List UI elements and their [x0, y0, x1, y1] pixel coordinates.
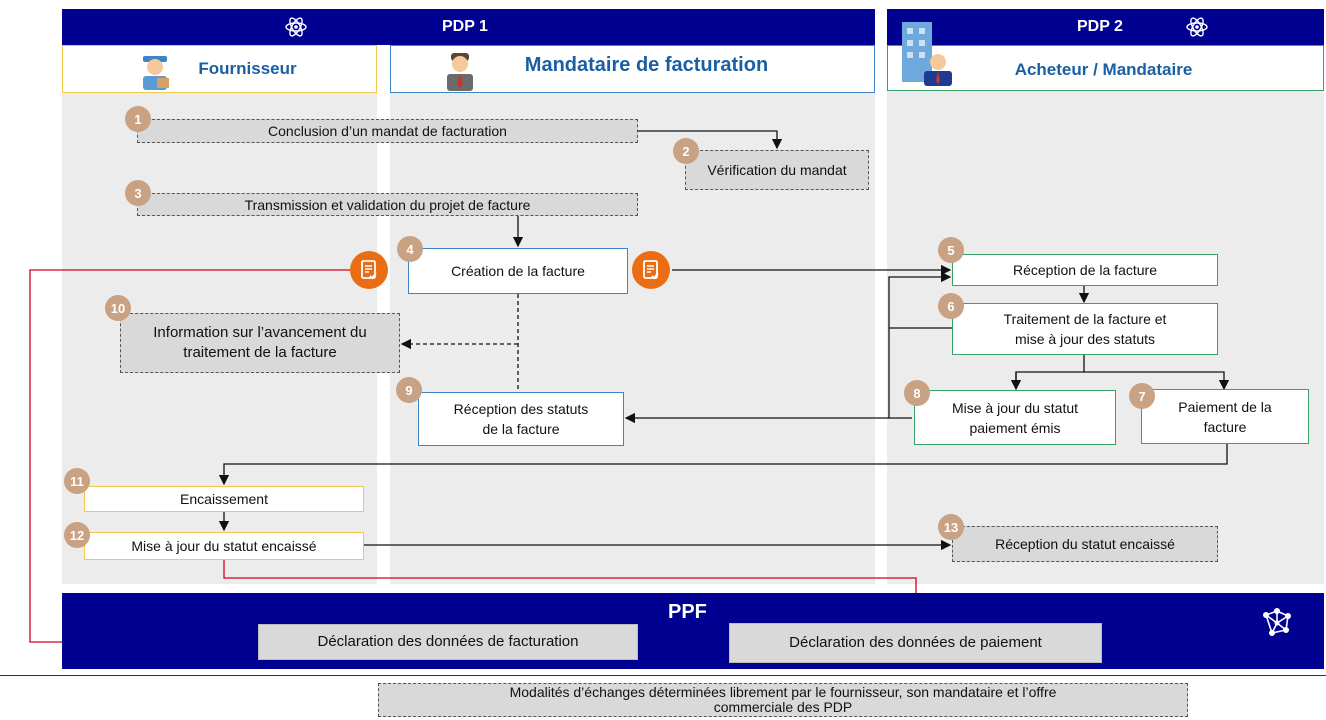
arrow-1-to-2 — [638, 130, 783, 150]
step-7-badge: 7 — [1129, 383, 1155, 409]
step-11-box: Encaissement — [84, 486, 364, 512]
atom-icon — [284, 15, 308, 44]
step-8-box: Mise à jour du statut paiement émis — [914, 390, 1116, 445]
legend-line2: commerciale des PDP — [713, 699, 853, 715]
step-6-line2: mise à jour des statuts — [1014, 331, 1156, 347]
arrow-7-to-11 — [218, 444, 1228, 486]
step-2-label: Vérification du mandat — [707, 162, 847, 178]
step-3-label: Transmission et validation du projet de … — [244, 196, 531, 213]
footer-separator — [0, 675, 1326, 676]
step-13-box: Réception du statut encaissé — [952, 526, 1218, 562]
step-5-box: Réception de la facture — [952, 254, 1218, 286]
step-1-badge: 1 — [125, 106, 151, 132]
pdp1-banner: PDP 1 — [62, 9, 875, 45]
step-8-line2: paiement émis — [969, 419, 1061, 436]
header-fournisseur-label: Fournisseur — [198, 59, 297, 78]
ppf-box-paiement-label: Déclaration des données de paiement — [789, 634, 1042, 651]
step-12-box: Mise à jour du statut encaissé — [84, 532, 364, 560]
step-6-badge: 6 — [938, 293, 964, 319]
pdp2-banner: PDP 2 — [887, 9, 1324, 45]
step-5-label: Réception de la facture — [1013, 262, 1157, 278]
invoice-document-icon — [350, 251, 388, 289]
buyer-avatar-icon — [900, 20, 956, 93]
step-8-badge: 8 — [904, 380, 930, 406]
step-2-box: Vérification du mandat — [685, 150, 869, 190]
step-1-label: Conclusion d’un mandat de facturation — [268, 123, 507, 139]
step-10-box: Information sur l’avancement du traiteme… — [120, 313, 400, 373]
ppf-box-facturation: Déclaration des données de facturation — [258, 624, 638, 660]
step-9-badge: 9 — [396, 377, 422, 403]
header-mandataire: Mandataire de facturation — [390, 45, 875, 93]
step-6-line1: Traitement de la facture et — [1003, 311, 1167, 327]
ppf-banner: PPF — [62, 593, 1324, 669]
step-4-badge: 4 — [397, 236, 423, 262]
legend-box: Modalités d’échanges déterminées libreme… — [378, 683, 1188, 717]
network-icon — [1258, 603, 1296, 646]
step-4-label: Création de la facture — [451, 263, 585, 279]
step-3-box: Transmission et validation du projet de … — [137, 193, 638, 216]
step-4-box: Création de la facture — [408, 248, 628, 294]
step-7-line1: Paiement de la — [1178, 398, 1272, 415]
header-mandataire-label: Mandataire de facturation — [524, 53, 769, 76]
header-acheteur-label: Acheteur / Mandataire — [1014, 60, 1193, 79]
supplier-avatar-icon — [135, 50, 175, 95]
step-9-line2: de la facture — [482, 421, 560, 437]
step-13-badge: 13 — [938, 514, 964, 540]
pdp2-title: PDP 2 — [1077, 18, 1123, 35]
step-7-line2: facture — [1203, 418, 1247, 435]
step-9-box: Réception des statuts de la facture — [418, 392, 624, 446]
legend-line1: Modalités d’échanges déterminées libreme… — [509, 684, 1057, 700]
agent-avatar-icon — [439, 49, 481, 97]
step-10-badge: 10 — [105, 295, 131, 321]
step-6-box: Traitement de la facture et mise à jour … — [952, 303, 1218, 355]
header-acheteur: Acheteur / Mandataire — [887, 22, 1324, 91]
loop-to-5 — [888, 271, 952, 419]
step-1-box: Conclusion d’un mandat de facturation — [137, 119, 638, 143]
step-3-badge: 3 — [125, 180, 151, 206]
step-2-badge: 2 — [673, 138, 699, 164]
step-8-line1: Mise à jour du statut — [951, 399, 1079, 416]
invoice-document-icon — [632, 251, 670, 289]
step-9-line1: Réception des statuts — [453, 401, 589, 417]
ppf-title: PPF — [668, 601, 707, 623]
step-7-box: Paiement de la facture — [1141, 389, 1309, 444]
ppf-box-facturation-label: Déclaration des données de facturation — [317, 633, 579, 650]
arrow-6-split — [1015, 355, 1085, 389]
ppf-box-paiement: Déclaration des données de paiement — [729, 623, 1102, 663]
step-5-badge: 5 — [938, 237, 964, 263]
header-fournisseur: Fournisseur — [62, 45, 377, 93]
pdp1-title: PDP 1 — [442, 18, 488, 35]
step-12-label: Mise à jour du statut encaissé — [131, 538, 317, 554]
atom-icon — [1185, 15, 1209, 44]
step-10-line2: traitement de la facture — [183, 344, 337, 361]
step-10-line1: Information sur l’avancement du — [153, 324, 367, 341]
step-12-badge: 12 — [64, 522, 90, 548]
step-11-badge: 11 — [64, 468, 90, 494]
arrow-6-to-7 — [1084, 371, 1230, 391]
step-11-label: Encaissement — [180, 491, 268, 507]
step-13-label: Réception du statut encaissé — [995, 536, 1175, 552]
